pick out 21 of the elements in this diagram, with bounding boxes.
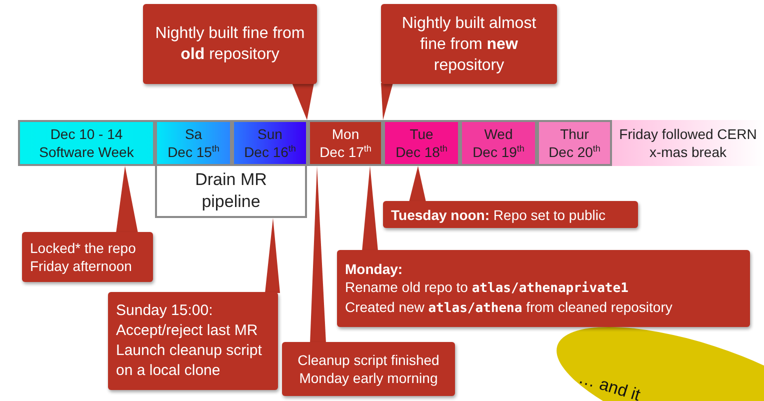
callout: Monday: Rename old repo to atlas/athenaprivate1 Created new atlas/athena from cleaned repository: [337, 250, 750, 327]
callout-pointer: [362, 166, 378, 251]
callout: Cleanup script finished Monday early morning: [282, 342, 455, 396]
callout: Sunday 15:00: Accept/reject last MR Launch cleanup script on a local clone: [108, 292, 278, 390]
callout-pointer: [292, 83, 314, 120]
callout-pointer: [409, 166, 426, 202]
date-cell: Tue Dec 18$^{th}$: [383, 120, 460, 166]
process-box: Drain MR pipeline: [155, 164, 307, 218]
callout-pointer: [116, 166, 138, 233]
callout: Nightly built fine from old repository: [143, 4, 317, 84]
note-text: … and it: [576, 368, 643, 401]
callout-pointer: [265, 218, 280, 293]
date-cell: Wed Dec 19$^{th}$: [460, 120, 537, 166]
date-cell: Sun Dec 16$^{th}$: [232, 120, 308, 166]
callout-pointer: [381, 83, 393, 120]
date-cell: Thur Dec 20$^{th}$: [537, 120, 612, 166]
date-cell: Mon Dec 17$^{th}$: [308, 120, 383, 166]
date-cell: Sa Dec 15$^{th}$: [155, 120, 232, 166]
callout: Nightly built almost fine from new repository: [381, 4, 557, 84]
date-cell: Dec 10 - 14 Software Week: [18, 120, 155, 166]
callout: Locked* the repo Friday afternoon: [22, 232, 153, 282]
